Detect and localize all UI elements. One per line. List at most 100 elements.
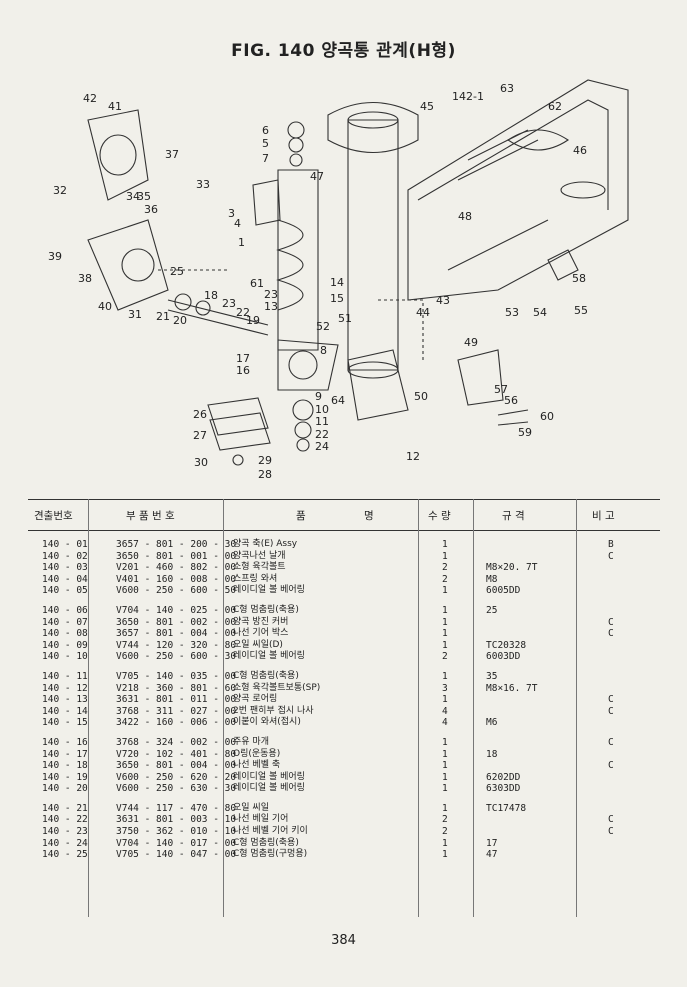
cell-ref-no: 140 - 07	[42, 616, 88, 628]
callout-label: 17	[236, 352, 250, 365]
cell-part-name: 나선 베벨 축	[233, 760, 281, 771]
cell-part-no: V744 - 117 - 470 - 80	[116, 802, 237, 814]
callout-label: 6	[262, 124, 269, 137]
callout-label: 14	[330, 276, 344, 289]
cell-ref-no: 140 - 16	[42, 736, 88, 748]
cell-part-name: 주유 마개	[233, 736, 269, 747]
cell-note: C	[608, 705, 614, 717]
cell-ref-no: 140 - 22	[42, 814, 88, 826]
cell-spec: TC20328	[486, 639, 527, 651]
callout-label: 38	[78, 272, 92, 285]
cell-quantity: 1	[442, 585, 448, 597]
callout-labels: 42 41 37 33 32 39 38 40 31 21 20 18 23 2…	[48, 82, 588, 481]
callout-label: 33	[196, 178, 210, 191]
cell-part-name: 2번 팬히부 접시 나사	[233, 705, 314, 716]
callout-label: 50	[414, 390, 428, 403]
callout-label: 28	[258, 468, 272, 481]
callout-label: 8	[320, 344, 327, 357]
figure-title: FIG. 140 양곡통 관계(H형)	[231, 41, 456, 61]
cell-part-no: V600 - 250 - 630 - 30	[116, 783, 237, 795]
cell-quantity: 1	[442, 760, 448, 772]
callout-label: 26	[193, 408, 207, 421]
header-part-no: 부 품 번 호	[126, 510, 175, 522]
callout-label: 47	[310, 170, 324, 183]
cell-note: C	[608, 694, 614, 706]
callout-label: 30	[194, 456, 208, 469]
callout-label: 11	[315, 415, 329, 428]
cell-part-no: 3422 - 160 - 006 - 00	[116, 717, 237, 729]
callout-label: 19	[246, 314, 260, 327]
cell-ref-no: 140 - 20	[42, 783, 88, 795]
table-header: 견출번호 부 품 번 호 품 명 수 량 규 격 비 고	[28, 499, 660, 531]
callout-label: 142-1	[452, 90, 484, 103]
cell-note: C	[608, 550, 614, 562]
header-name-a: 품	[296, 510, 306, 522]
header-name-b: 명	[364, 510, 374, 522]
cell-part-name: 양곡나선 날개	[233, 550, 286, 561]
cell-ref-no: 140 - 10	[42, 651, 88, 663]
cell-quantity: 1	[442, 771, 448, 783]
cell-ref-no: 140 - 11	[42, 670, 88, 682]
callout-label: 27	[193, 429, 207, 442]
callout-label: 60	[540, 410, 554, 423]
cell-note: C	[608, 616, 614, 628]
cell-part-name: 양곡 로어링	[233, 694, 278, 705]
cell-quantity: 1	[442, 550, 448, 562]
cell-note: C	[608, 760, 614, 772]
cell-note: C	[608, 826, 614, 838]
callout-label: 3	[228, 207, 235, 220]
callout-label: 45	[420, 100, 434, 113]
cell-part-no: 3750 - 362 - 010 - 10	[116, 826, 237, 838]
cell-part-name: 소형 육각볼트	[233, 562, 286, 573]
callout-label: 10	[315, 403, 329, 416]
cell-ref-no: 140 - 04	[42, 573, 88, 585]
callout-label: 51	[338, 312, 352, 325]
callout-label: 49	[464, 336, 478, 349]
column-divider	[223, 499, 224, 917]
cell-quantity: 2	[442, 814, 448, 826]
callout-label: 25	[170, 265, 184, 278]
cell-spec: 47	[486, 849, 498, 861]
cell-ref-no: 140 - 12	[42, 682, 88, 694]
callout-label: 4	[234, 217, 241, 230]
header-spec: 규 격	[502, 510, 525, 522]
cell-quantity: 1	[442, 604, 448, 616]
cell-part-no: 3768 - 324 - 002 - 00	[116, 736, 237, 748]
cell-quantity: 1	[442, 802, 448, 814]
cell-quantity: 1	[442, 670, 448, 682]
callout-label: 62	[548, 100, 562, 113]
cell-ref-no: 140 - 06	[42, 604, 88, 616]
cell-quantity: 1	[442, 736, 448, 748]
cell-spec: 25	[486, 604, 498, 616]
row-group-gap	[28, 531, 660, 539]
cell-quantity: 2	[442, 562, 448, 574]
cell-ref-no: 140 - 19	[42, 771, 88, 783]
callout-label: 18	[204, 289, 218, 302]
cell-spec: 35	[486, 670, 498, 682]
callout-label: 56	[504, 394, 518, 407]
callout-label: 23	[264, 288, 278, 301]
callout-label: 31	[128, 308, 142, 321]
callout-label: 64	[331, 394, 345, 407]
cell-part-name: 양곡 축(E) Assy	[233, 539, 298, 549]
cell-quantity: 1	[442, 616, 448, 628]
callout-label: 48	[458, 210, 472, 223]
cell-spec: 17	[486, 837, 498, 849]
cell-ref-no: 140 - 08	[42, 628, 88, 640]
callout-label: 39	[48, 250, 62, 263]
cell-part-name: C형 멈춤링(축용)	[233, 837, 299, 848]
